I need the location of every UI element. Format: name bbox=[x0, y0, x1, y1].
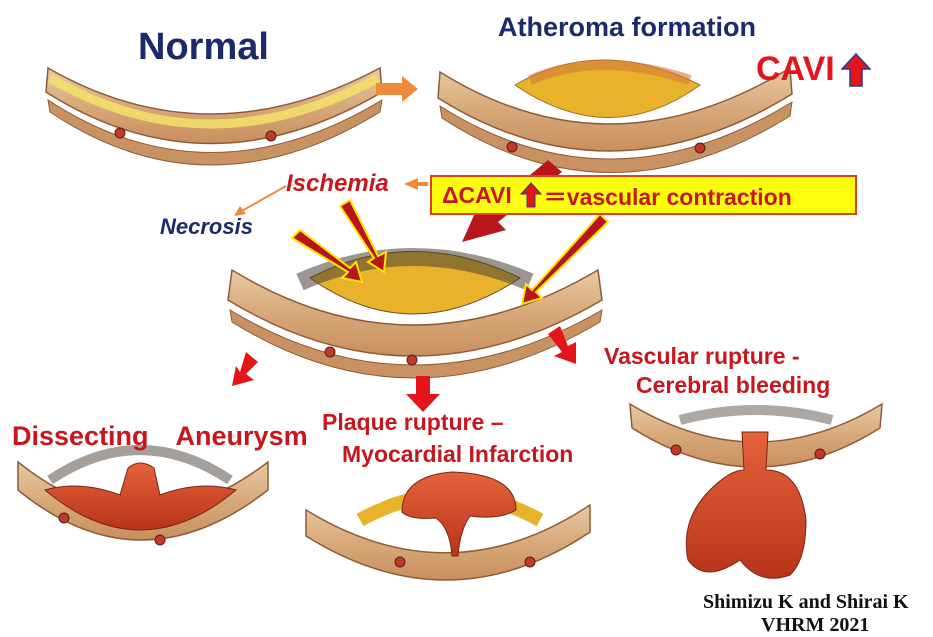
credit-authors: Shimizu K and Shirai K bbox=[703, 591, 909, 614]
dissecting-vessel bbox=[18, 450, 268, 545]
plaque-rupture-label: Plaque rupture – bbox=[322, 409, 503, 436]
orange-left-arrow-icon bbox=[404, 178, 428, 190]
orange-necrosis-arrow-icon bbox=[234, 186, 286, 216]
delta-cavi-box: ΔCAVI ＝vascular contraction bbox=[430, 175, 857, 215]
cavi-text: CAVI bbox=[756, 50, 835, 89]
plaque-rupture-vessel bbox=[306, 472, 590, 580]
vascular-rupture-vessel bbox=[630, 404, 882, 578]
myocardial-infarction-label: Myocardial Infarction bbox=[342, 441, 573, 468]
cavi-increase-label: CAVI bbox=[756, 50, 871, 89]
orange-right-arrow-icon bbox=[376, 76, 418, 102]
cerebral-bleeding-label: Cerebral bleeding bbox=[636, 372, 830, 399]
delta-cavi-text: ΔCAVI bbox=[442, 182, 512, 209]
delta-cavi-description: ＝vascular contraction bbox=[544, 178, 792, 212]
red-up-arrow-icon bbox=[841, 53, 871, 87]
vascular-rupture-label: Vascular rupture - bbox=[604, 343, 800, 370]
atheroma-vessel bbox=[438, 60, 792, 173]
atheroma-title: Atheroma formation bbox=[498, 12, 756, 43]
credit-journal: VHRM 2021 bbox=[761, 614, 869, 637]
normal-vessel bbox=[46, 68, 382, 165]
ischemia-vessel bbox=[228, 252, 602, 379]
necrosis-label: Necrosis bbox=[160, 214, 253, 240]
dissecting-aneurysm-label: Dissecting Aneurysm bbox=[12, 414, 308, 453]
red-up-arrow-icon bbox=[520, 182, 542, 208]
normal-title: Normal bbox=[138, 26, 269, 69]
ischemia-label: Ischemia bbox=[286, 170, 389, 198]
